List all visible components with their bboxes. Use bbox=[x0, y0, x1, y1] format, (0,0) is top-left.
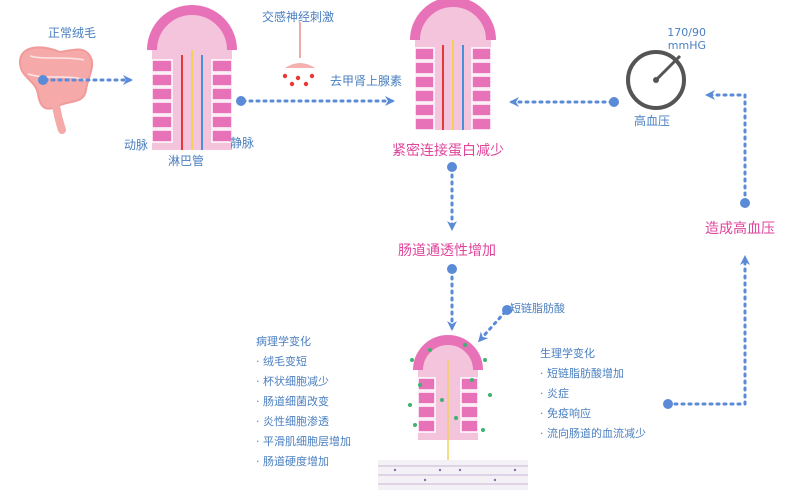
arrow-scfa bbox=[478, 310, 507, 343]
pathology-item: 肠道硬度增加 bbox=[256, 452, 351, 472]
intestine-icon bbox=[18, 46, 94, 134]
arrow-physiology-to-cause bbox=[666, 255, 750, 406]
pathology-list: 病理学变化 绒毛变短 杯状细胞减少 肠道细菌改变 炎性细胞渗透 平滑肌细胞层增加… bbox=[256, 332, 351, 472]
pathology-item: 炎性细胞渗透 bbox=[256, 412, 351, 432]
physiology-item: 短链脂肪酸增加 bbox=[540, 364, 646, 384]
label-tight-junction: 紧密连接蛋白减少 bbox=[392, 143, 504, 159]
bp-top: 170/90 bbox=[667, 26, 706, 39]
pathology-title: 病理学变化 bbox=[256, 335, 311, 348]
arrow-cause-to-gauge bbox=[705, 90, 747, 204]
bp-unit: mmHG bbox=[667, 39, 706, 52]
label-cause-hypertension: 造成高血压 bbox=[705, 221, 775, 237]
villus-normal bbox=[147, 5, 237, 150]
label-artery: 动脉 bbox=[124, 138, 149, 152]
label-norepinephrine: 去甲肾上腺素 bbox=[330, 74, 403, 88]
physiology-title: 生理学变化 bbox=[540, 347, 595, 360]
physiology-item: 流向肠道的血流减少 bbox=[540, 424, 646, 444]
norepinephrine-icon bbox=[282, 22, 315, 87]
physiology-item: 免疫响应 bbox=[540, 404, 646, 424]
label-permeability: 肠道通透性增加 bbox=[398, 243, 496, 259]
gauge-icon bbox=[626, 50, 686, 110]
physiology-list: 生理学变化 短链脂肪酸增加 炎症 免疫响应 流向肠道的血流减少 bbox=[540, 344, 646, 444]
label-vein: 静脉 bbox=[230, 136, 255, 150]
pathology-item: 平滑肌细胞层增加 bbox=[256, 432, 351, 452]
label-sympathetic: 交感神经刺激 bbox=[262, 10, 335, 24]
physiology-item: 炎症 bbox=[540, 384, 646, 404]
villus-damaged bbox=[408, 335, 492, 460]
pathology-item: 肠道细菌改变 bbox=[256, 392, 351, 412]
label-normal-villi: 正常绒毛 bbox=[48, 26, 97, 40]
label-scfa: 短链脂肪酸 bbox=[510, 302, 565, 315]
gauge-readout: 170/90 mmHG bbox=[650, 26, 706, 52]
label-hypertension: 高血压 bbox=[634, 114, 671, 128]
pathology-item: 杯状细胞减少 bbox=[256, 372, 351, 392]
pathology-item: 绒毛变短 bbox=[256, 352, 351, 372]
label-lymph: 淋巴管 bbox=[168, 154, 205, 168]
muscle-layer bbox=[378, 460, 528, 490]
villus-tight-junction bbox=[410, 0, 496, 131]
